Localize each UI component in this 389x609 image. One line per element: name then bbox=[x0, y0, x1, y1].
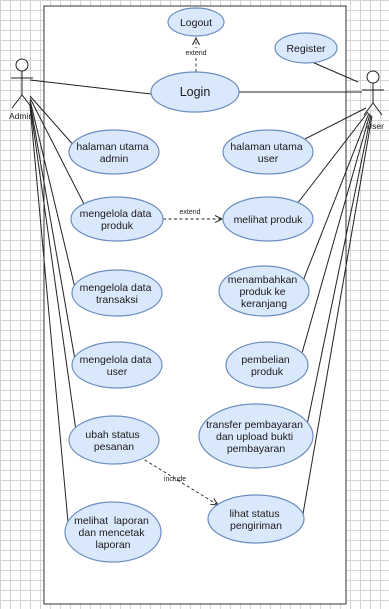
use-case-mengelola-data-transaksi[interactable]: mengelola data transaksi bbox=[71, 269, 163, 317]
use-case-kelola-user-line2: user bbox=[107, 366, 128, 378]
use-case-melihat-produk[interactable]: melihat produk bbox=[222, 196, 314, 242]
svg-text:mengelola data user: mengelola data user bbox=[80, 354, 155, 378]
use-case-kelola-user-line1: mengelola data bbox=[80, 354, 152, 366]
assoc-admin-transaksi bbox=[29, 99, 76, 289]
use-case-keranjang-line2: produk ke bbox=[239, 286, 285, 298]
use-case-pembelian-produk[interactable]: pembelian produk bbox=[225, 341, 309, 389]
use-case-transfer-line3: pembayaran bbox=[227, 443, 286, 455]
use-case-pembelian-line2: produk bbox=[251, 366, 284, 378]
assoc-admin-status bbox=[29, 103, 78, 439]
use-case-lihat-status-line2: pengiriman bbox=[230, 520, 282, 532]
svg-text:mengelola data produk: mengelola data produk bbox=[80, 208, 155, 232]
svg-text:halaman utama user: halaman utama user bbox=[230, 141, 305, 165]
actor-user-head bbox=[366, 70, 380, 84]
use-case-laporan-line3: laporan bbox=[95, 539, 130, 551]
use-case-kelola-transaksi-line2: transaksi bbox=[96, 294, 138, 306]
svg-text:melihat produk: melihat produk bbox=[234, 214, 304, 226]
svg-text:mengelola data transaksi: mengelola data transaksi bbox=[80, 282, 155, 306]
use-case-logout[interactable]: Logout bbox=[167, 7, 225, 37]
assoc-admin-produk bbox=[29, 97, 87, 209]
use-case-melihat-produk-label: melihat produk bbox=[234, 214, 304, 226]
assoc-user-produk bbox=[296, 111, 369, 205]
use-case-halaman-user-line2: user bbox=[258, 153, 279, 165]
assoc-user-pengiriman bbox=[302, 115, 373, 515]
use-case-ubah-status-line1: ubah status bbox=[85, 429, 139, 441]
assoc-user-register bbox=[311, 61, 359, 83]
use-case-menambahkan-keranjang[interactable]: menambahkan produk ke keranjang bbox=[218, 265, 310, 317]
actor-admin[interactable]: Admin bbox=[9, 58, 33, 121]
actor-admin-head bbox=[15, 58, 29, 72]
use-case-halaman-user-line1: halaman utama bbox=[230, 141, 303, 153]
svg-text:ubah status pesanan: ubah status pesanan bbox=[85, 429, 142, 453]
user-associations bbox=[239, 61, 373, 515]
actor-user[interactable]: User bbox=[362, 70, 384, 131]
use-case-login[interactable]: Login bbox=[150, 71, 240, 113]
assoc-admin-laporan bbox=[29, 105, 70, 534]
assoc-admin-halaman bbox=[29, 95, 77, 149]
use-case-keranjang-line3: keranjang bbox=[241, 298, 287, 310]
use-case-transfer-pembayaran[interactable]: transfer pembayaran dan upload bukti pem… bbox=[198, 403, 314, 469]
use-case-melihat-laporan[interactable]: melihat laporan dan mencetak laporan bbox=[64, 501, 162, 563]
use-case-keranjang-line1: menambahkan bbox=[228, 274, 298, 286]
svg-text:menambahkan produk ke: menambahkan produk ke keranjang bbox=[228, 274, 300, 310]
use-case-laporan-line1: melihat laporan bbox=[74, 515, 149, 527]
svg-text:halaman utama admin: halaman utama admin bbox=[76, 141, 151, 165]
svg-text:melihat laporan dan men: melihat laporan dan mencetak laporan bbox=[74, 515, 152, 551]
assoc-user-transfer bbox=[305, 114, 372, 431]
use-case-lihat-status-pengiriman[interactable]: lihat status pengiriman bbox=[207, 494, 305, 544]
use-case-ubah-status-pesanan[interactable]: ubah status pesanan bbox=[68, 415, 160, 465]
extend-logout-label-bg bbox=[181, 48, 211, 57]
use-case-mengelola-data-user[interactable]: mengelola data user bbox=[71, 341, 163, 389]
assoc-user-keranjang bbox=[300, 112, 370, 287]
svg-text:lihat status pengiriman: lihat status pengiriman bbox=[229, 508, 282, 532]
use-case-logout-label: Logout bbox=[180, 17, 212, 29]
extend-produk-label: extend bbox=[179, 209, 200, 216]
use-case-mengelola-data-produk[interactable]: mengelola data produk bbox=[70, 196, 164, 242]
svg-text:pembelian produk: pembelian produk bbox=[241, 354, 292, 378]
use-case-ubah-status-line2: pesanan bbox=[94, 441, 134, 453]
admin-associations bbox=[29, 79, 152, 534]
use-case-halaman-admin-line2: admin bbox=[100, 153, 129, 165]
use-case-halaman-admin-line1: halaman utama bbox=[76, 141, 149, 153]
use-case-kelola-produk-line2: produk bbox=[101, 220, 134, 232]
svg-text:Logout: Logout bbox=[180, 17, 212, 29]
actor-admin-label: Admin bbox=[9, 111, 33, 121]
include-status-arrow bbox=[139, 456, 218, 505]
assoc-user-pembelian bbox=[299, 113, 371, 361]
use-case-transfer-line1: transfer pembayaran bbox=[206, 419, 303, 431]
use-case-pembelian-line1: pembelian bbox=[241, 354, 290, 366]
use-case-halaman-utama-admin[interactable]: halaman utama admin bbox=[68, 129, 160, 175]
use-case-register[interactable]: Register bbox=[274, 32, 338, 64]
use-case-register-label: Register bbox=[286, 43, 326, 55]
use-case-kelola-transaksi-line1: mengelola data bbox=[80, 282, 152, 294]
use-case-halaman-utama-user[interactable]: halaman utama user bbox=[222, 129, 314, 175]
svg-text:transfer pembayaran dan: transfer pembayaran dan upload bukti pem… bbox=[206, 419, 306, 455]
use-case-lihat-status-line1: lihat status bbox=[229, 508, 279, 520]
assoc-user-halaman bbox=[296, 107, 367, 144]
extend-logout-label: extend bbox=[185, 50, 206, 57]
use-case-laporan-line2: dan mencetak bbox=[79, 527, 146, 539]
use-case-kelola-produk-line1: mengelola data bbox=[80, 208, 152, 220]
use-case-login-label: Login bbox=[180, 85, 211, 99]
assoc-admin-login bbox=[29, 79, 152, 95]
use-case-transfer-line2: dan upload bukti bbox=[216, 431, 293, 443]
assoc-admin-user bbox=[29, 101, 76, 361]
include-status-label: include bbox=[164, 476, 186, 483]
actor-user-label: User bbox=[366, 121, 384, 131]
svg-text:Login: Login bbox=[180, 85, 211, 99]
svg-text:Register: Register bbox=[286, 43, 326, 55]
